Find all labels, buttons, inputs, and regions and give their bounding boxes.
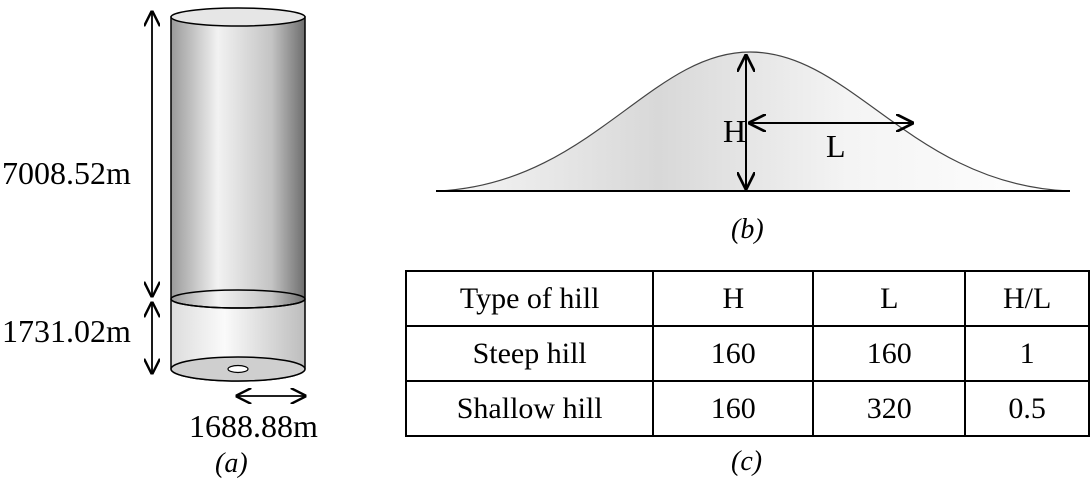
hill-l-label: L [826, 128, 846, 164]
header-l: L [812, 270, 967, 327]
cylinder-mid-ellipse [170, 289, 306, 309]
hill-parameters-table: Type of hill H L H/L Steep hill 160 160 … [404, 270, 1090, 437]
caption-a: (a) [215, 448, 248, 479]
header-h-over-l: H/L [964, 270, 1090, 327]
cell-type: Shallow hill [404, 380, 655, 437]
hill-h-label: H [723, 113, 746, 149]
radius-label: 1688.88m [189, 408, 318, 444]
header-h: H [652, 270, 815, 327]
table-row: Steep hill 160 160 1 [404, 325, 1090, 382]
cell-h-over-l: 1 [964, 325, 1090, 382]
height-lower-label: 1731.02m [2, 313, 131, 349]
table-header-row: Type of hill H L H/L [404, 270, 1090, 327]
cell-type: Steep hill [404, 325, 655, 382]
cylinder-center-hole [227, 364, 249, 374]
height-upper-label: 7008.52m [2, 155, 131, 191]
cell-h: 160 [652, 325, 815, 382]
header-type: Type of hill [404, 270, 655, 327]
cylinder-upper-body [170, 16, 306, 309]
cell-h: 160 [652, 380, 815, 437]
hill-profile [437, 51, 1069, 192]
cylinder-top-ellipse [170, 7, 306, 27]
cylinder-domain [170, 7, 306, 382]
table-row: Shallow hill 160 320 0.5 [404, 380, 1090, 437]
cell-h-over-l: 0.5 [964, 380, 1090, 437]
caption-c: (c) [731, 446, 762, 477]
caption-b: (b) [731, 214, 764, 245]
cell-l: 160 [812, 325, 967, 382]
cell-l: 320 [812, 380, 967, 437]
